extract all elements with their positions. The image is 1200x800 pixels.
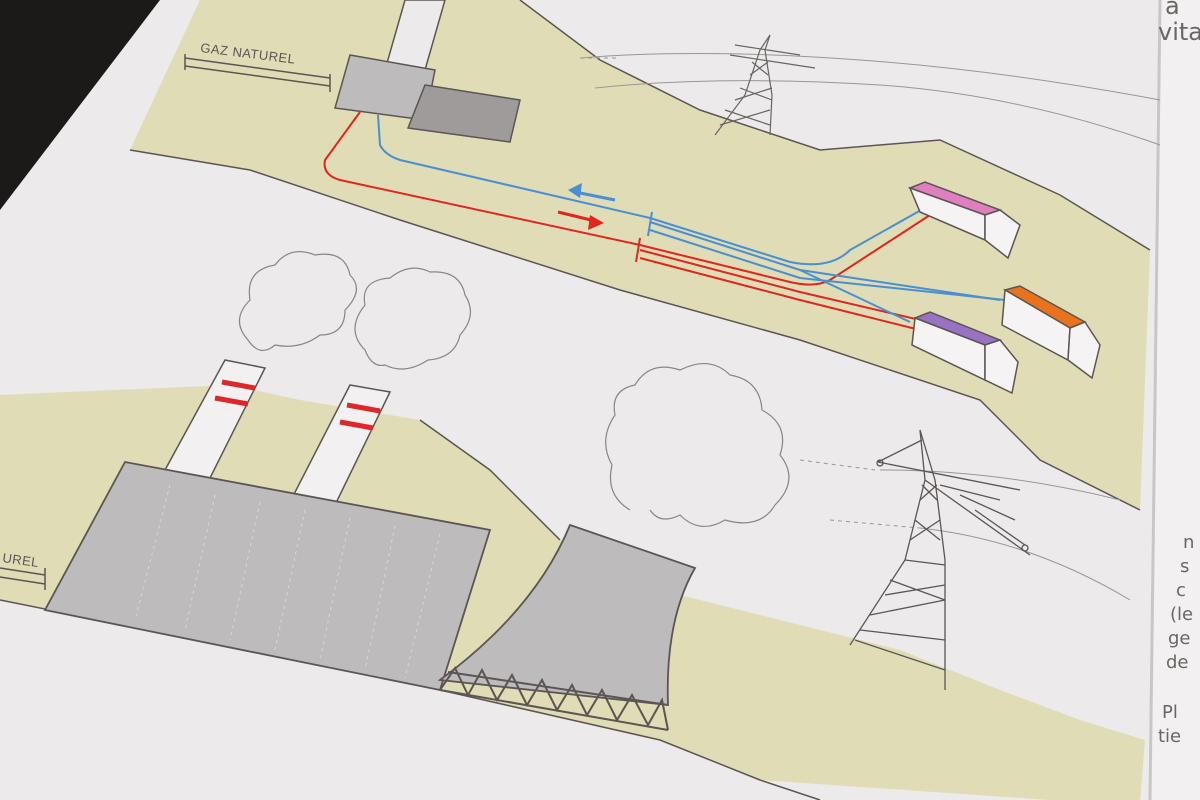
flow-arrows [557,183,616,230]
cooling-tower [437,523,697,731]
top-power-pylon [714,34,816,136]
return-pipe [377,114,931,266]
gas-pipe-bottom: UREL [0,550,46,590]
gas-pipe-label-bottom: UREL [2,550,40,570]
cooling-tower-steam [605,363,790,527]
right-text-fragment-3: c [1176,580,1186,601]
district-heating-pipes [323,111,1006,331]
chimney-smoke-left [238,251,357,351]
right-heading-fragment-2: vitab [1158,18,1200,46]
right-page [1150,0,1200,800]
right-page-text: a vitab n s c (le ge de Pl tie [1158,0,1200,747]
bottom-power-lines [799,459,1131,601]
chimney-smoke-right [354,267,471,370]
top-ground-outline [129,149,1141,511]
house-pink [907,181,1021,260]
right-text-fragment-8: tie [1158,726,1181,747]
right-text-fragment-1: n [1183,532,1194,553]
bottom-ground [0,600,1050,800]
right-text-fragment-7: Pl [1162,702,1178,723]
top-hill-outline [519,0,1151,251]
cold-flow-arrow [568,183,616,202]
top-hill [130,0,1150,510]
plant-building-dark [406,84,521,143]
bottom-hill-outline [419,419,561,541]
right-heading-fragment-1: a [1165,0,1180,20]
house-purple [911,311,1019,395]
bottom-power-pylon [849,429,1031,690]
page-gutter [1148,0,1162,800]
smoke-clouds [238,251,790,527]
supply-pipe [323,111,931,286]
small-power-plant [334,0,521,143]
bottom-illustration-panel: UREL [0,251,1145,800]
house-orange [1001,285,1101,380]
right-text-fragment-4: (le [1170,604,1193,625]
hot-flow-arrow [557,210,604,230]
top-power-lines [579,52,1161,146]
top-illustration-panel: GAZ NATUREL [129,0,1161,511]
right-text-fragment-2: s [1180,556,1189,577]
right-text-fragment-6: de [1166,652,1189,673]
right-text-fragment-5: ge [1168,628,1191,649]
